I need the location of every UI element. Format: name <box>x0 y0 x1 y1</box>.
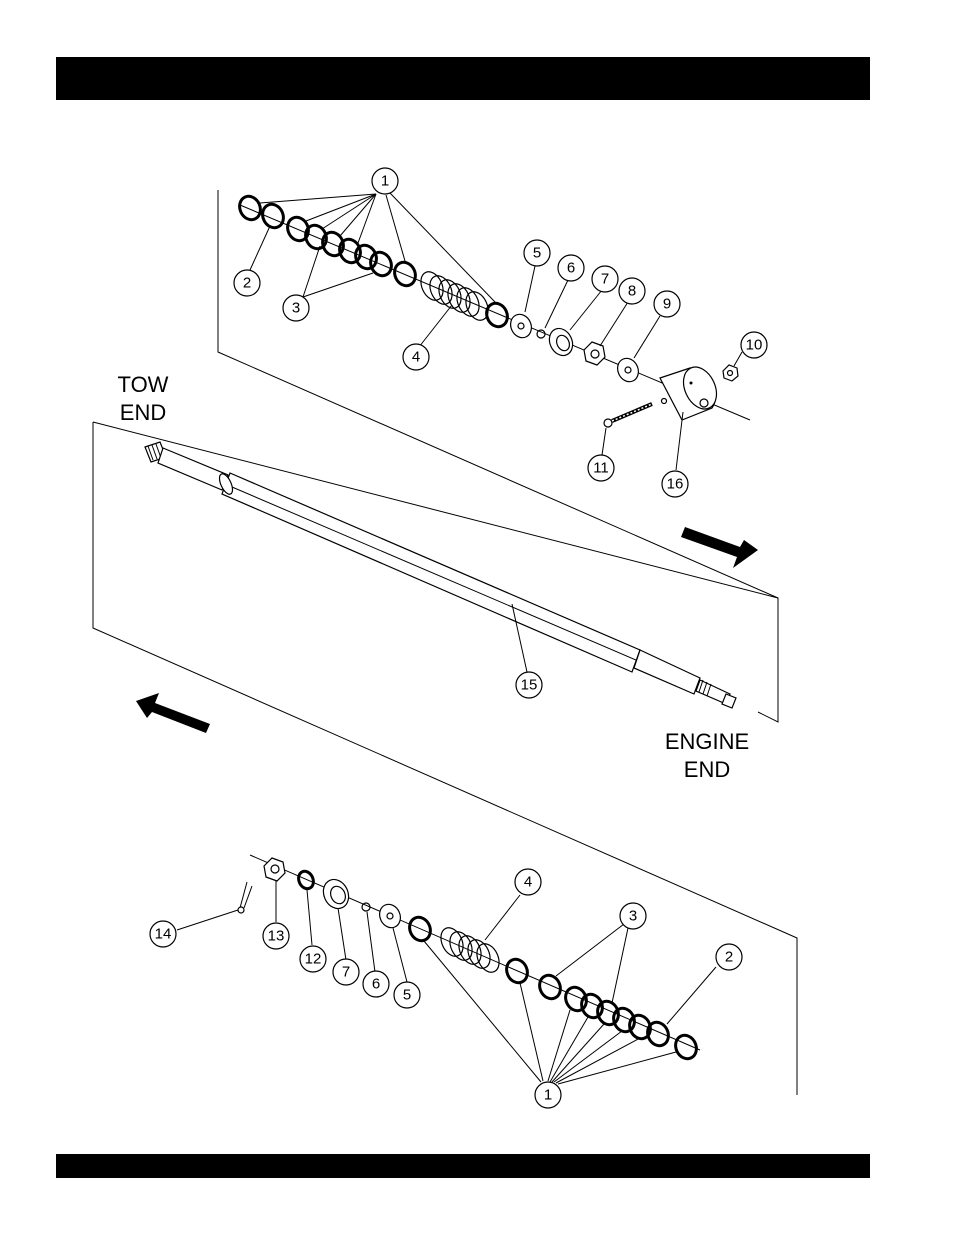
svg-text:13: 13 <box>268 928 285 945</box>
callout-15: 15 <box>516 672 542 698</box>
callout-6: 6 <box>558 255 584 281</box>
svg-text:7: 7 <box>601 271 609 288</box>
callout-5: 5 <box>524 240 550 266</box>
svg-text:END: END <box>120 400 166 425</box>
svg-text:8: 8 <box>628 283 636 300</box>
svg-text:1: 1 <box>381 173 389 190</box>
svg-text:TOW: TOW <box>118 372 169 397</box>
callouts-bottom: 14 13 12 7 6 5 4 3 2 1 <box>150 869 742 1108</box>
top-assembly-panel <box>218 190 778 722</box>
svg-text:4: 4 <box>412 349 420 366</box>
callout-1b: 1 <box>535 1082 561 1108</box>
callouts-top: 1 2 3 4 5 6 7 8 9 10 11 16 <box>234 168 767 497</box>
tow-direction-arrow <box>136 693 210 733</box>
engine-end-label: ENGINE END <box>665 729 749 782</box>
svg-text:12: 12 <box>305 951 322 968</box>
svg-text:16: 16 <box>667 476 684 493</box>
svg-text:1: 1 <box>544 1087 552 1104</box>
callouts-shaft: 15 <box>516 672 542 698</box>
callout-2: 2 <box>234 270 260 296</box>
callout-3: 3 <box>283 295 309 321</box>
svg-text:2: 2 <box>243 275 251 292</box>
svg-text:15: 15 <box>521 677 538 694</box>
svg-text:7: 7 <box>342 964 350 981</box>
callout-16: 16 <box>662 471 688 497</box>
svg-text:5: 5 <box>403 987 411 1004</box>
callout-2b: 2 <box>716 944 742 970</box>
engine-direction-arrow <box>681 527 758 568</box>
tow-end-label: TOW END <box>118 372 169 425</box>
shaft <box>145 442 736 708</box>
callout-14: 14 <box>150 921 176 947</box>
svg-text:4: 4 <box>524 874 532 891</box>
callout-3b: 3 <box>620 903 646 929</box>
svg-text:2: 2 <box>725 949 733 966</box>
svg-text:9: 9 <box>663 296 671 313</box>
callout-1: 1 <box>372 168 398 194</box>
callout-13: 13 <box>263 923 289 949</box>
svg-text:10: 10 <box>746 337 763 354</box>
svg-text:11: 11 <box>593 460 609 477</box>
callout-4b: 4 <box>515 869 541 895</box>
svg-text:14: 14 <box>155 926 172 943</box>
callout-6b: 6 <box>363 971 389 997</box>
svg-text:5: 5 <box>533 245 541 262</box>
callout-7b: 7 <box>333 959 359 985</box>
svg-text:3: 3 <box>629 908 637 925</box>
callout-9: 9 <box>654 291 680 317</box>
callout-7: 7 <box>592 266 618 292</box>
callout-11: 11 <box>588 455 614 481</box>
svg-text:ENGINE: ENGINE <box>665 729 749 754</box>
svg-text:6: 6 <box>372 976 380 993</box>
callout-12: 12 <box>300 946 326 972</box>
svg-text:6: 6 <box>567 260 575 277</box>
callout-4: 4 <box>403 344 429 370</box>
callout-5b: 5 <box>394 982 420 1008</box>
callout-10: 10 <box>741 332 767 358</box>
svg-text:END: END <box>684 757 730 782</box>
svg-text:3: 3 <box>292 300 300 317</box>
callout-8: 8 <box>619 278 645 304</box>
